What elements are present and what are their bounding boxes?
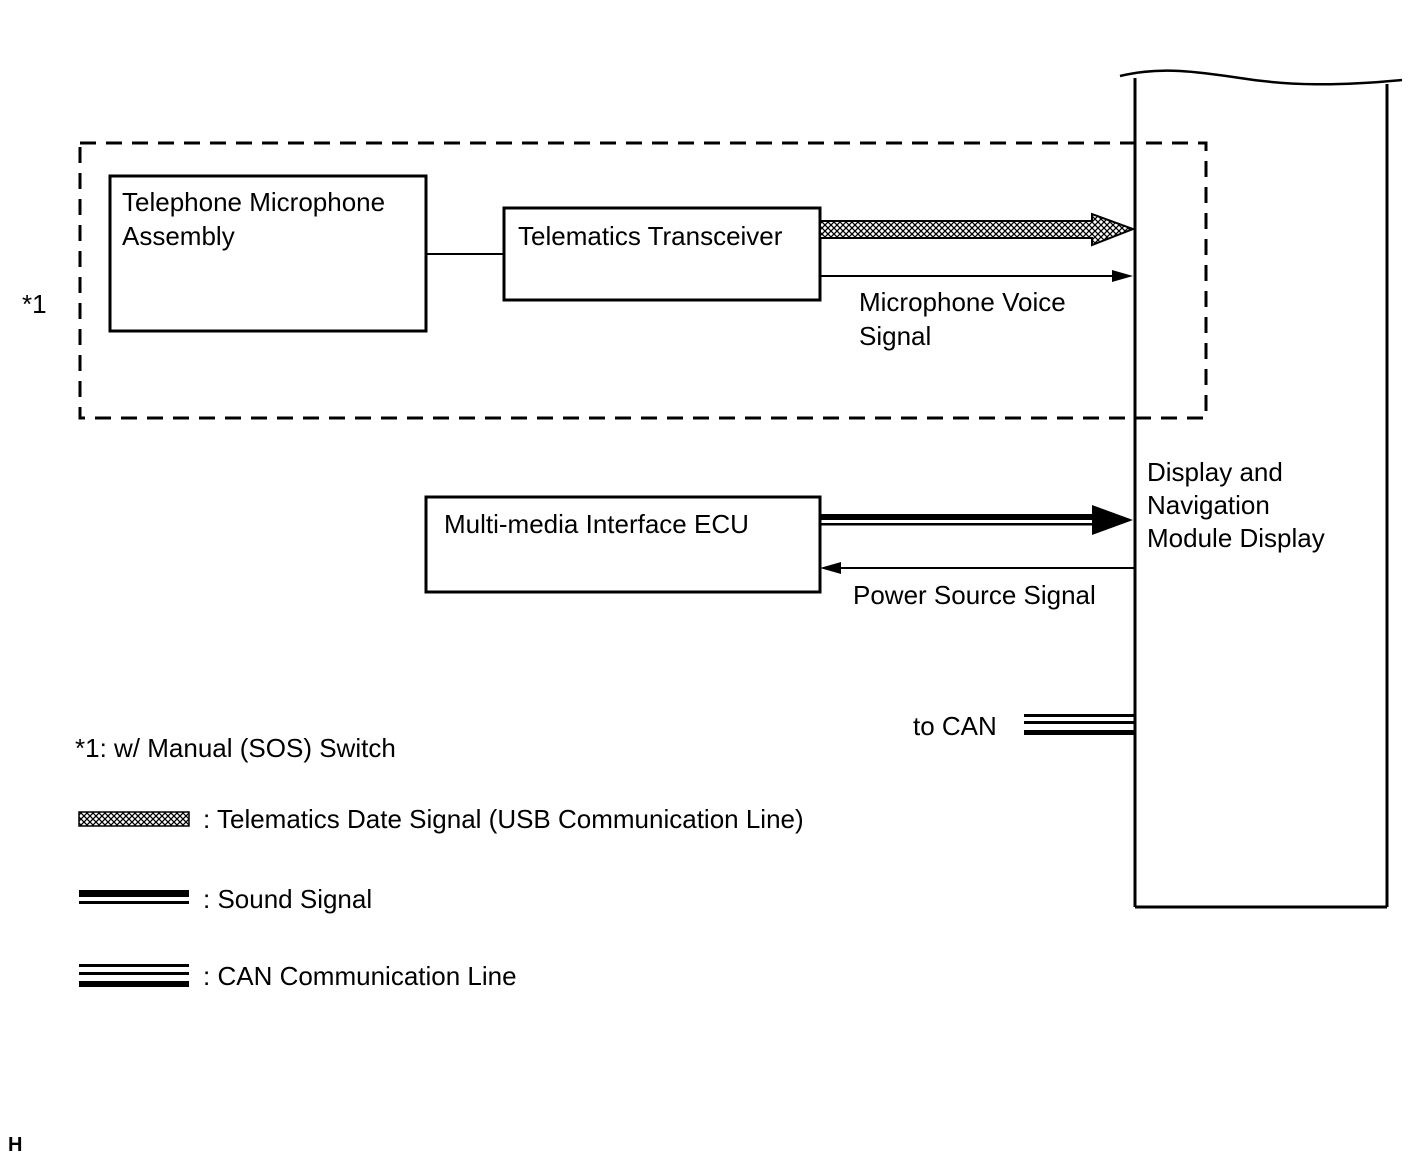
display-module-label-line1: Display and [1147, 457, 1283, 487]
microphone-voice-arrowhead [1112, 270, 1133, 282]
legend-sound-thick [79, 890, 189, 897]
sound-signal-thin-line [820, 523, 1096, 526]
optional-group-boundary [78, 141, 1208, 420]
legend-sound-label: : Sound Signal [203, 884, 373, 914]
can-line-top [1024, 714, 1135, 717]
telephone-microphone-label-line2: Assembly [122, 221, 235, 251]
telematics-transceiver-box [502, 206, 822, 302]
multimedia-ecu-box [424, 495, 822, 594]
power-source-arrowhead [820, 562, 841, 574]
sound-signal-thick-line [820, 514, 1096, 520]
display-module-label-line3: Module Display [1147, 523, 1325, 553]
display-module-label-line2: Navigation [1147, 490, 1270, 520]
telematics-data-arrow [819, 212, 1136, 247]
to-can-label: to CAN [913, 711, 997, 741]
display-module-box [1133, 78, 1389, 909]
can-line-bottom [1024, 730, 1135, 735]
legend-sound-thin [79, 901, 189, 904]
telematics-transceiver-label: Telematics Transceiver [518, 221, 783, 251]
corner-mark: H [8, 1134, 23, 1156]
legend-can-bottom [79, 981, 189, 987]
microphone-voice-label-line1: Microphone Voice [859, 287, 1066, 317]
sound-signal-arrowhead [1092, 505, 1133, 535]
power-source-label: Power Source Signal [853, 580, 1096, 610]
multimedia-ecu-label: Multi-media Interface ECU [444, 509, 749, 539]
legend-can-middle [79, 972, 189, 975]
legend-can-label: : CAN Communication Line [203, 961, 517, 991]
microphone-voice-label-line2: Signal [859, 321, 932, 351]
telephone-microphone-label-line1: Telephone Microphone [122, 187, 386, 217]
group-marker: *1 [22, 289, 47, 319]
legend-telematics-symbol [78, 811, 190, 827]
footnote-label: *1: w/ Manual (SOS) Switch [75, 733, 396, 763]
display-module-cut-edge [1119, 69, 1403, 86]
can-line-middle [1024, 721, 1135, 724]
legend-can-top [79, 964, 189, 967]
legend-telematics-label: : Telematics Date Signal (USB Communicat… [203, 804, 804, 834]
